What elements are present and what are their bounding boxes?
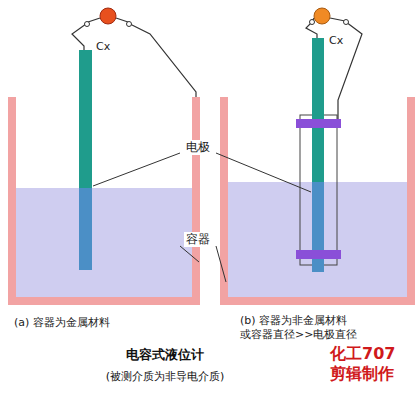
insulator-ring <box>296 250 341 259</box>
part-label: 电极 <box>184 140 212 155</box>
meter <box>314 8 330 24</box>
electrode <box>312 38 324 188</box>
electrode <box>79 50 92 190</box>
terminal <box>310 20 315 25</box>
diagram-caption: (被测介质为非导电介质) <box>0 370 330 384</box>
terminal <box>344 20 349 25</box>
capacitance-label: Cx <box>96 40 110 54</box>
wire <box>72 24 86 50</box>
part-label: 容器 <box>184 232 212 247</box>
wire <box>116 18 128 22</box>
wire <box>88 18 100 22</box>
liquid <box>16 188 192 297</box>
electrode-immersed <box>79 188 92 270</box>
container-inside <box>16 97 192 297</box>
liquid <box>228 182 407 297</box>
capacitance-label: Cx <box>329 34 343 48</box>
insulator-ring <box>296 119 341 128</box>
leader-line <box>180 246 199 262</box>
diagram-title: 电容式液位计 <box>0 347 330 363</box>
leader-line <box>93 153 180 186</box>
leader-line <box>216 246 226 282</box>
leader-line <box>216 153 311 192</box>
figure-caption: (b) 容器为非金属材料 或容器直径>>电极直径 <box>240 314 358 342</box>
wire <box>130 24 196 97</box>
figure-caption: (a) 容器为金属材料 <box>14 316 110 330</box>
terminal <box>127 22 132 27</box>
watermark: 化工707 剪辑制作 <box>330 344 400 384</box>
container-inside <box>228 97 407 297</box>
meter <box>100 8 116 24</box>
wire <box>330 18 345 21</box>
terminal <box>85 22 90 27</box>
container-wall <box>8 97 200 305</box>
